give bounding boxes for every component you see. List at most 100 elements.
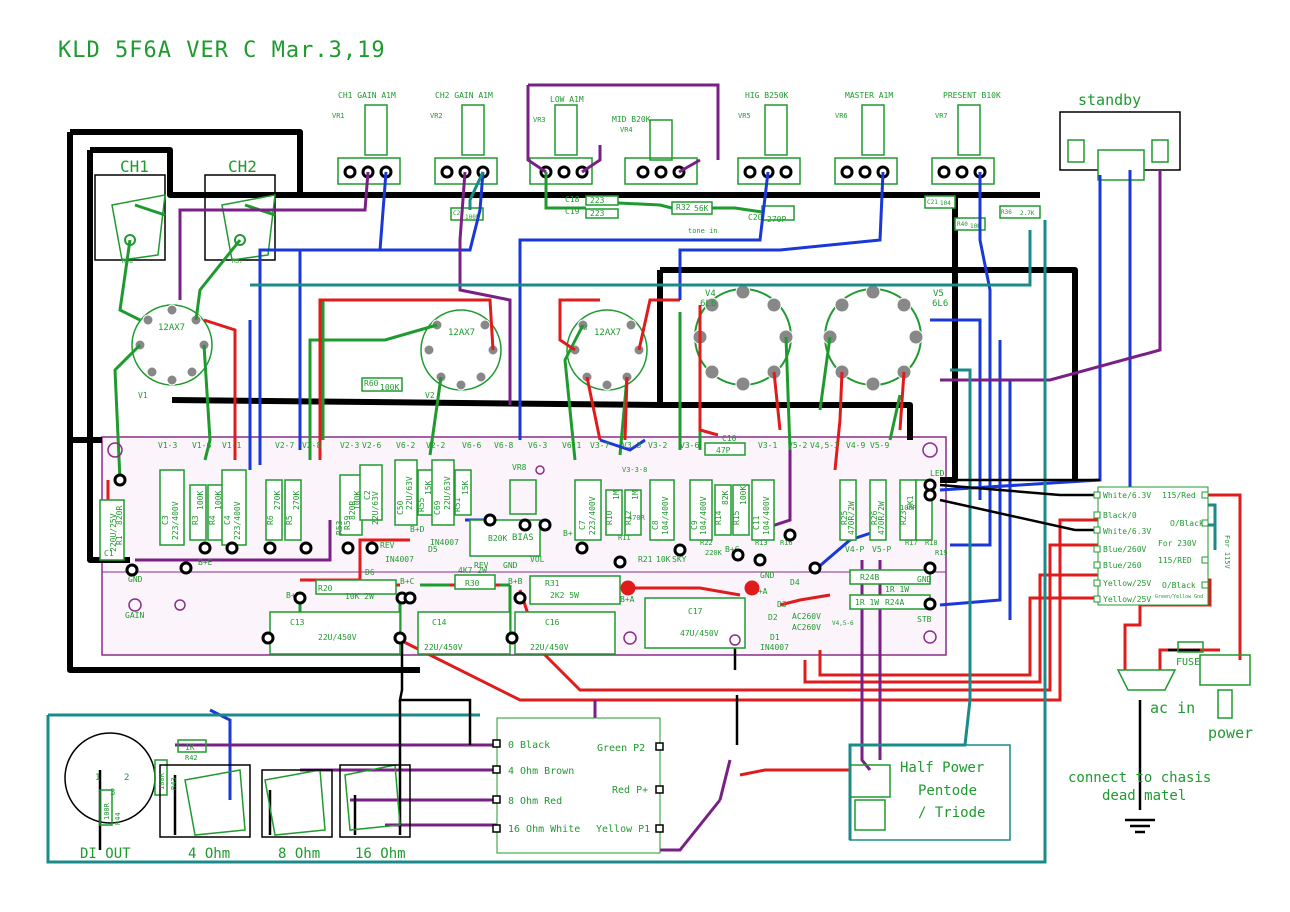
vr3-label: LOW A1M — [550, 95, 584, 104]
gain-label: GAIN — [125, 611, 144, 620]
r21-ref: R21 — [638, 555, 653, 564]
r19-label: R19 — [935, 549, 948, 557]
gnd-label-1: GND — [128, 575, 143, 584]
r1-val: 820R — [115, 506, 124, 525]
r43-label: R43 — [170, 777, 178, 790]
ch2-label: CH2 — [228, 157, 257, 176]
v3-type: 12AX7 — [594, 328, 621, 338]
v4p-label: V4-P — [845, 545, 864, 554]
c8-val: 104/400V — [661, 496, 670, 535]
r4-val: 100K — [214, 491, 223, 510]
c9-ref: C9 — [690, 520, 699, 530]
pin-v3-3: V3-3 — [622, 441, 641, 450]
r18-label: R18 — [925, 539, 938, 547]
pt-115-red-2: 115/RED — [1158, 556, 1192, 565]
c8-ref: C8 — [651, 520, 660, 530]
r22-label: R22 — [700, 539, 713, 547]
r23-val: 5K1 — [906, 495, 915, 510]
output-jack-frames — [159, 764, 411, 838]
r5-val: 270K — [292, 491, 301, 510]
pin-v1-1: V1-1 — [222, 441, 241, 450]
pin-v6-3: V6-3 — [528, 441, 547, 450]
r36-label: R36 — [1001, 209, 1012, 216]
r32-label: R32 — [676, 203, 691, 212]
c16-val: 22U/450V — [530, 643, 569, 652]
r13-label: R13 — [755, 539, 768, 547]
c50-val: 22U/63V — [405, 476, 414, 510]
r40-label: R40 — [957, 221, 968, 228]
pt-yellow-2: Yellow/25V — [1103, 595, 1151, 604]
r44-label: R44 — [114, 812, 122, 825]
c22-label: C22 — [453, 210, 464, 217]
pt-gnd: Green/Yellow Gnd — [1155, 594, 1203, 600]
r30-val: 4K7 2W — [458, 566, 487, 575]
ot-terminals — [492, 739, 664, 833]
c9-val: 104/400V — [699, 496, 708, 535]
pin-v3-6: V3-6 — [680, 441, 699, 450]
standby-switch — [1059, 111, 1181, 181]
c10-val: 47P — [716, 446, 731, 455]
c13-val: 22U/450V — [318, 633, 357, 642]
d1-label: D1 — [770, 633, 780, 642]
vol-label: VOL — [530, 555, 545, 564]
r15-ref: R15 — [732, 510, 741, 525]
v3-ref: V3 — [580, 325, 588, 332]
r20-val: 10K 2W — [345, 592, 374, 601]
r36-val: 2.7K — [1020, 210, 1035, 217]
output-transformer-block — [496, 717, 661, 854]
r16-label: R16 — [780, 539, 793, 547]
c69-ref: C69 — [433, 500, 442, 515]
vr2-label: CH2 GAIN A1M — [435, 91, 493, 100]
di-pin-3: 3 — [110, 788, 115, 798]
vr2-ref: VR2 — [430, 112, 443, 120]
r25-val: 470R/2W — [847, 501, 856, 535]
c11-ref: C11 — [752, 515, 761, 530]
c14-ref: C14 — [432, 618, 447, 627]
r55-ref: R55 — [417, 497, 426, 512]
c4-ref: C4 — [223, 515, 232, 525]
pt-yellow-1: Yellow/25V — [1103, 579, 1151, 588]
vr8-ref: VR8 — [512, 463, 527, 472]
gnd-label-2: GND — [503, 561, 518, 570]
c19-label: C19 — [565, 207, 580, 216]
v1-ref: V1 — [138, 391, 148, 400]
pin-v3-7: V3-7 — [590, 441, 609, 450]
fuse-label: FUSE — [1176, 657, 1200, 668]
r55-val: 15K — [424, 480, 433, 495]
ohm470r-label: 470R — [628, 514, 646, 522]
vr5-ref: VR5 — [738, 112, 751, 120]
r5-ref: R5 — [285, 515, 294, 525]
c10-ref: C10 — [722, 434, 737, 443]
pot-lugs — [343, 165, 987, 179]
pt-black: Black/0 — [1103, 511, 1137, 520]
vr5-label: HIG B250K — [745, 91, 789, 100]
r60-val: 100K — [380, 383, 399, 392]
v4-ref: V4 — [705, 289, 716, 299]
ac260-label-1: AC260V — [792, 612, 821, 621]
c18-label: C18 — [565, 195, 580, 204]
r42-val: 1K — [185, 743, 195, 752]
c3-val: 223/400V — [171, 501, 180, 540]
c22-val: 100P — [465, 214, 480, 221]
c1-ref: C1 — [104, 549, 114, 558]
ohm220k-label: 220K — [705, 549, 723, 557]
wires-teal — [46, 171, 1217, 864]
r23-ref: R23 — [899, 510, 908, 525]
r31-ref: R31 — [545, 579, 560, 588]
di-pin-2: 2 — [124, 773, 129, 783]
d2-label: D2 — [768, 613, 778, 622]
chassis-label-1: connect to chasis — [1068, 770, 1211, 786]
output-jacks — [64, 732, 401, 836]
gnd-label-4: GND — [917, 575, 932, 584]
in4007-label-1: IN4007 — [385, 555, 414, 564]
r3-val: 100K — [196, 491, 205, 510]
r3-ref: R3 — [191, 515, 200, 525]
pin-v2-3: V2-3 — [340, 441, 359, 450]
r24a-ref: R24A — [885, 598, 904, 607]
r11-label: R11 — [618, 534, 631, 542]
vr6-label: MASTER A1M — [845, 91, 893, 100]
ot-16-white: 16 Ohm White — [508, 824, 580, 835]
switch-triode: / Triode — [918, 805, 985, 821]
tone-stack-components — [450, 195, 1041, 231]
